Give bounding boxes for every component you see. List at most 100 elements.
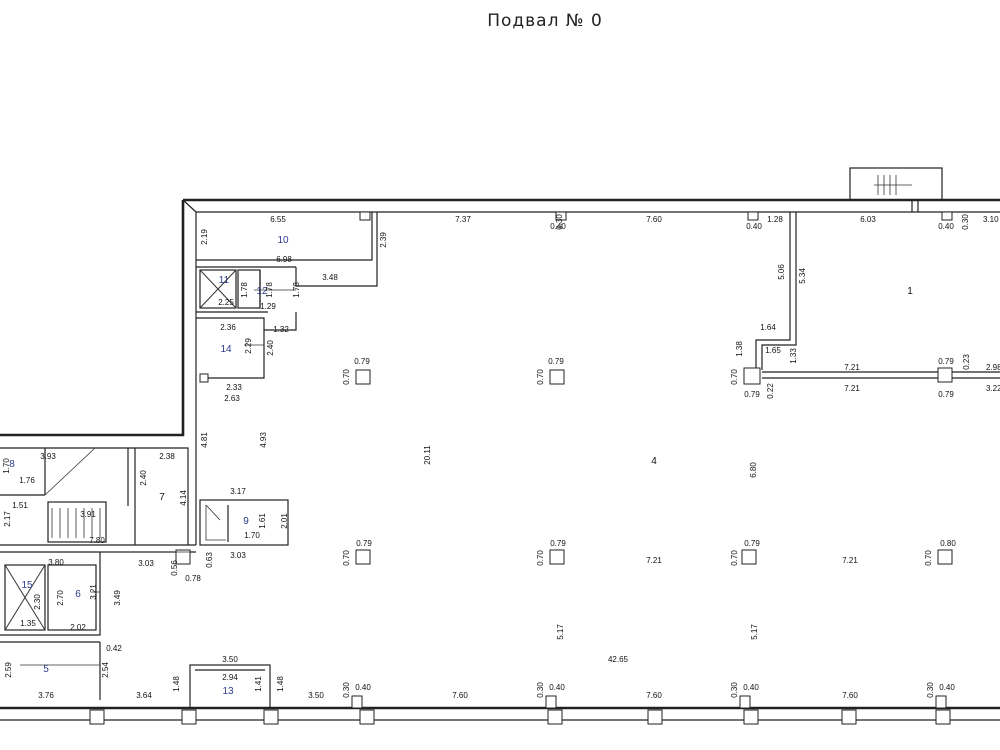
dim-label: 4.93 (259, 432, 268, 448)
dim-label: 0.70 (924, 550, 933, 566)
dim-label: 0.30 (730, 682, 739, 698)
room-label-5: 5 (43, 664, 49, 675)
dim-label: 7.37 (455, 215, 471, 224)
dim-label: 2.40 (266, 340, 275, 356)
dim-label: 0.56 (170, 560, 179, 576)
dim-label: 3.50 (222, 655, 238, 664)
dim-label: 4.14 (179, 490, 188, 506)
dim-label: 1.33 (789, 348, 798, 364)
room-label-12: 12 (256, 286, 268, 297)
dim-label: 0.70 (536, 369, 545, 385)
dim-label: 0.70 (536, 550, 545, 566)
dim-label: 2.17 (3, 511, 12, 527)
dim-label: 20.11 (423, 445, 432, 465)
dim-label: 2.59 (4, 662, 13, 678)
dim-label: 0.40 (550, 222, 566, 231)
dim-label: 0.23 (962, 354, 971, 370)
dim-label: 7.60 (452, 691, 468, 700)
dim-label: 0.79 (938, 357, 954, 366)
dim-label: 0.30 (342, 682, 351, 698)
dim-label: 2.70 (56, 590, 65, 606)
room-label-14: 14 (220, 344, 232, 355)
dim-label: 0.40 (355, 683, 371, 692)
dim-label: 0.63 (205, 552, 214, 568)
dim-label: 0.78 (185, 574, 201, 583)
room-label-9: 9 (243, 516, 249, 527)
right-partitions (743, 212, 1000, 385)
dim-label: 7.21 (844, 363, 860, 372)
dim-label: 42.65 (608, 655, 629, 664)
dim-label: 3.80 (48, 558, 64, 567)
dim-label: 0.30 (555, 214, 564, 230)
dim-label: 0.79 (938, 390, 954, 399)
room-label-1: 1 (907, 286, 913, 297)
dim-label: 0.30 (536, 682, 545, 698)
dim-label: 6.98 (276, 255, 292, 264)
dim-label: 6.55 (270, 215, 286, 224)
dim-label: 1.41 (254, 676, 263, 692)
dim-label: 0.40 (746, 222, 762, 231)
dim-label: 3.22 (986, 384, 1000, 393)
dim-label: 0.40 (939, 683, 955, 692)
dim-label: 0.30 (926, 682, 935, 698)
room-label-10: 10 (277, 235, 289, 246)
dim-label: 7.21 (842, 556, 858, 565)
dim-label: 3.17 (230, 487, 246, 496)
dim-label: 1.48 (276, 676, 285, 692)
plan-title: Подвал № 0 (487, 11, 603, 31)
columns (89, 211, 953, 725)
dim-label: 5.17 (556, 624, 565, 640)
dim-label: 6.03 (860, 215, 876, 224)
room-label-13: 13 (222, 686, 234, 697)
dim-label: 2.25 (218, 298, 234, 307)
dim-label: 3.03 (138, 559, 154, 568)
dim-label: 1.32 (273, 325, 289, 334)
dim-label: 0.79 (550, 539, 566, 548)
dim-label: 0.40 (938, 222, 954, 231)
dim-label: 2.98 (986, 363, 1000, 372)
dim-label: 2.29 (244, 338, 253, 354)
dim-label: 3.03 (230, 551, 246, 560)
room-label-4: 4 (651, 456, 657, 467)
dim-label: 7.21 (646, 556, 662, 565)
dim-label: 3.91 (80, 510, 96, 519)
dimension-labels: 6.55 6.98 3.48 2.25 1.29 2.36 1.32 2.33 … (12, 215, 1000, 700)
dim-label: 3.64 (136, 691, 152, 700)
room-label-7: 7 (159, 492, 165, 503)
dim-label: 1.78 (292, 282, 301, 298)
dim-label: 0.22 (766, 383, 775, 399)
dim-label: 0.70 (342, 369, 351, 385)
dim-label: 5.34 (798, 268, 807, 284)
dim-label: 3.49 (113, 590, 122, 606)
dim-label: 3.93 (40, 452, 56, 461)
dim-label: 2.30 (33, 594, 42, 610)
dim-label: 7.60 (646, 215, 662, 224)
dim-label: 1.28 (767, 215, 783, 224)
dim-label: 2.36 (220, 323, 236, 332)
dim-label: 6.80 (749, 462, 758, 478)
dim-label: 1.64 (760, 323, 776, 332)
dim-label: 2.19 (200, 229, 209, 245)
dim-label: 0.40 (549, 683, 565, 692)
dim-label: 7.60 (646, 691, 662, 700)
dim-label: 1.51 (12, 501, 28, 510)
dim-label: 5.06 (777, 264, 786, 280)
room-14 (196, 312, 297, 383)
room-10 (196, 211, 378, 287)
dim-label: 2.02 (70, 623, 86, 632)
outer-walls (0, 167, 1000, 721)
dim-label: 0.79 (354, 357, 370, 366)
dim-label: 2.01 (280, 513, 289, 529)
dim-label: 0.42 (106, 644, 122, 653)
dimension-lines (20, 289, 296, 666)
dim-label: 1.29 (260, 302, 276, 311)
dim-label: 2.39 (379, 232, 388, 248)
room-11-12 (196, 269, 268, 313)
dim-label: 2.38 (159, 452, 175, 461)
room-label-6: 6 (75, 589, 81, 600)
dim-label: 0.70 (730, 369, 739, 385)
room-label-11: 11 (219, 275, 230, 286)
dim-label: 1.70 (2, 458, 11, 474)
dim-label: 2.54 (101, 662, 110, 678)
